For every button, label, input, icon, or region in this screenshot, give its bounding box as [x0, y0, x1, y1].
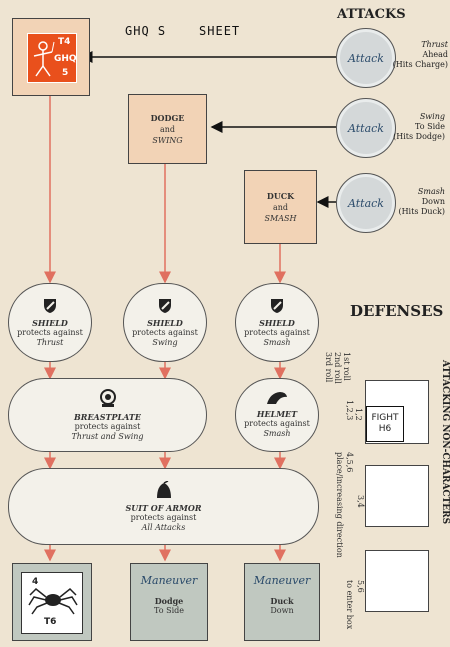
duck-and: and [272, 202, 289, 212]
helmet-name: HELMET [256, 409, 298, 419]
dodge-outcome-box[interactable]: Maneuver Dodge To Side [130, 563, 208, 641]
roll-label-to-note: to enter box [345, 580, 354, 630]
ghq-counter-strength: 5 [62, 68, 69, 78]
duck-attack: SMASH [264, 213, 297, 223]
helmet-oval[interactable]: HELMET protects against Smash [235, 378, 319, 452]
breastplate-protects: protects against [74, 422, 141, 431]
sheet-title: GHQ S SHEET [125, 24, 241, 38]
armor-helm-icon [156, 480, 171, 498]
dodge-attack: SWING [152, 135, 183, 145]
suit-of-armor-oval[interactable]: SUIT OF ARMOR protects against All Attac… [8, 468, 319, 545]
attack-thrust-direction: Ahead [422, 50, 448, 59]
shield-smash-against: Smash [263, 337, 291, 347]
attack-swing-name: Swing [419, 112, 445, 121]
attack-smash-hits: (Hits Duck) [398, 207, 445, 216]
dodge-outcome-maneuver: Maneuver [140, 574, 198, 587]
ghq-counter-number: T4 [58, 37, 71, 47]
spider-counter-text: T6 [44, 617, 57, 627]
duck-outcome-action: Duck [270, 596, 294, 606]
attack-circle-swing[interactable]: Attack [336, 98, 396, 158]
attack-swing-hits: (Hits Dodge) [393, 132, 445, 141]
shield-thrust-protects: protects against [17, 327, 83, 337]
shield-swing-oval[interactable]: SHIELD protects against Swing [123, 283, 207, 362]
roll-label-1st: 1st roll [342, 352, 351, 381]
shield-swing-protects: protects against [132, 327, 198, 337]
non-character-box-2[interactable] [365, 465, 429, 527]
ghq-counter-text: GHQ [54, 54, 77, 64]
roll-label-place-note: place/increasing direction [335, 452, 344, 558]
defenses-heading: DEFENSES [350, 302, 444, 320]
roll-label-2nd: 2nd roll [333, 352, 342, 384]
duck-outcome-box[interactable]: Maneuver Duck Down [244, 563, 320, 641]
suit-of-armor-against: All Attacks [141, 522, 186, 532]
roll-label-56: 5,6 [356, 580, 365, 593]
roll-label-123: 1,2,3 [345, 400, 354, 421]
attack-smash-name: Smash [417, 187, 445, 196]
fight-counter-line2: H6 [378, 424, 392, 434]
duck-title: DUCK [266, 190, 295, 201]
shield-smash-oval[interactable]: SHIELD protects against Smash [235, 283, 319, 362]
fight-counter[interactable]: FIGHT H6 [366, 406, 404, 442]
roll-label-3rd: 3rd roll [324, 352, 333, 383]
charge-box[interactable]: T4 GHQ 5 [12, 18, 90, 96]
attack-circle-smash[interactable]: Attack [336, 173, 396, 233]
attacks-heading: ATTACKS [337, 7, 406, 22]
spider-box[interactable]: 4 T6 [12, 563, 92, 641]
dodge-and: and [159, 124, 176, 134]
breastplate-name: BREASTPLATE [74, 412, 141, 422]
attack-desc-thrust: Thrust Ahead (Hits Charge) [378, 40, 448, 70]
duck-outcome-sub: Down [270, 606, 294, 615]
attack-thrust-name: Thrust [421, 40, 448, 49]
attack-swing-direction: To Side [415, 122, 445, 131]
breastplate-against: Thrust and Swing [71, 432, 144, 441]
suit-of-armor-name: SUIT OF ARMOR [125, 502, 202, 513]
dodge-outcome-sub: To Side [154, 606, 184, 615]
helmet-icon [267, 392, 287, 404]
shield-swing-name: SHIELD [147, 317, 183, 328]
breastplate-oval[interactable]: BREASTPLATE protects against Thrust and … [8, 378, 207, 452]
roll-label-456: 4,5,6 [345, 452, 354, 473]
attack-desc-swing: Swing To Side (Hits Dodge) [375, 112, 445, 142]
attacking-non-characters-heading: ATTACKING NON-CHARACTERS [440, 360, 450, 525]
spider-counter[interactable]: 4 T6 [21, 572, 83, 634]
spider-counter-number: 4 [32, 577, 39, 587]
spider-icon [28, 587, 78, 615]
duck-smash-box[interactable]: DUCK and SMASH [244, 170, 317, 244]
dodge-outcome-action: Dodge [154, 596, 184, 606]
helmet-against: Smash [263, 429, 291, 438]
attack-smash-direction: Down [421, 197, 445, 206]
shield-thrust-oval[interactable]: SHIELD protects against Thrust [8, 283, 92, 362]
shield-swing-against: Swing [152, 337, 178, 347]
non-character-box-3[interactable] [365, 550, 429, 612]
dodge-swing-box[interactable]: DODGE and SWING [128, 94, 207, 164]
attack-circle-thrust[interactable]: Attack [336, 28, 396, 88]
ghq-counter[interactable]: T4 GHQ 5 [27, 33, 77, 83]
shield-thrust-name: SHIELD [32, 317, 68, 328]
knight-figure-icon [33, 41, 55, 77]
fight-counter-line1: FIGHT [371, 413, 399, 423]
shield-icon [44, 298, 56, 313]
suit-of-armor-protects: protects against [130, 512, 197, 522]
shield-icon [159, 298, 171, 313]
shield-smash-protects: protects against [244, 327, 310, 337]
dodge-title: DODGE [150, 112, 185, 123]
breastplate-icon [99, 389, 116, 407]
roll-label-12: 1,2 [354, 408, 363, 421]
duck-outcome-maneuver: Maneuver [253, 574, 311, 587]
shield-icon [271, 298, 283, 313]
attack-thrust-hits: (Hits Charge) [392, 60, 448, 69]
roll-label-34: 3,4 [356, 495, 365, 508]
helmet-protects: protects against [244, 419, 310, 428]
shield-smash-name: SHIELD [259, 317, 295, 328]
shield-thrust-against: Thrust [36, 337, 64, 347]
attack-desc-smash: Smash Down (Hits Duck) [375, 187, 445, 217]
